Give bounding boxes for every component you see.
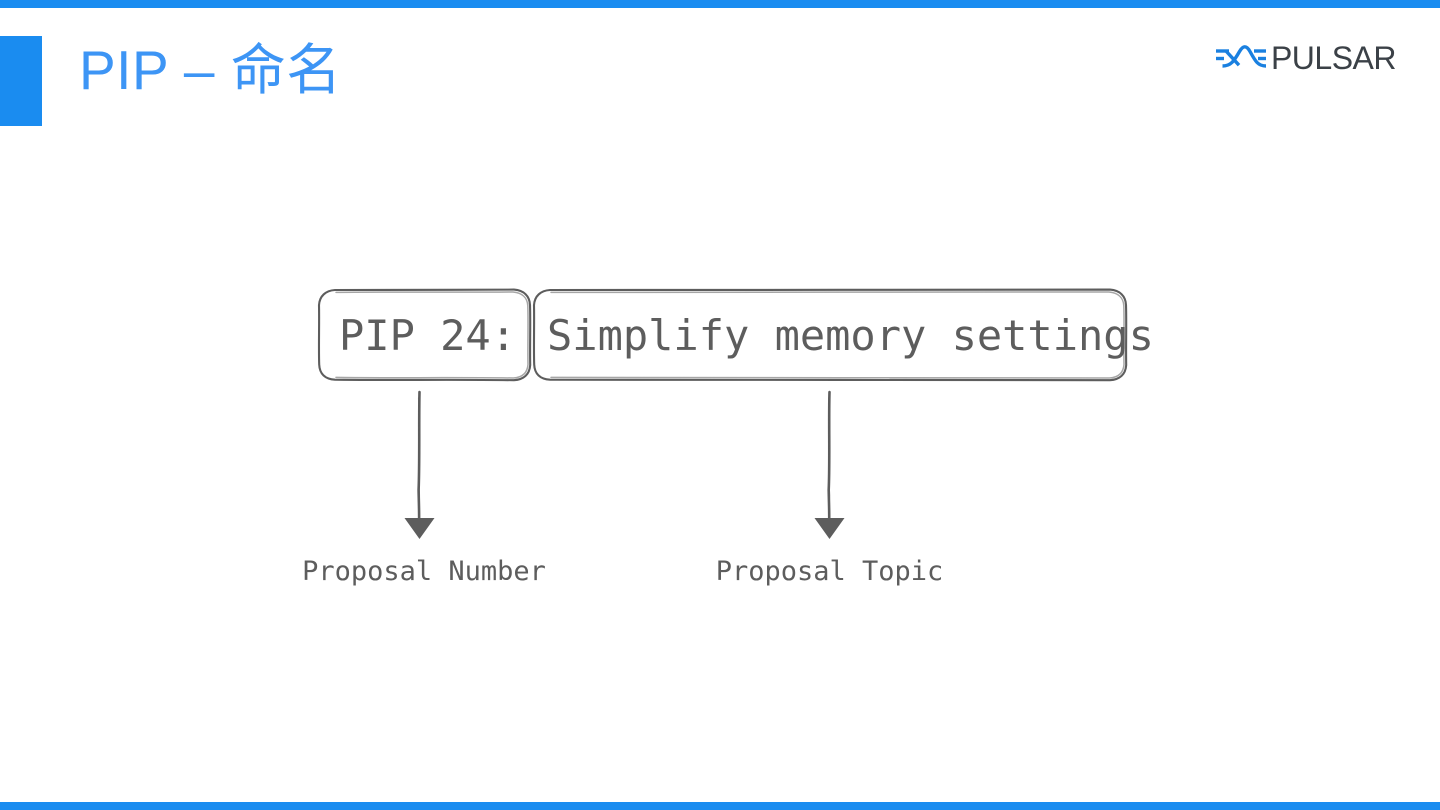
proposal-number-box-text: PIP 24: [339, 311, 517, 360]
top-accent-rule [0, 0, 1440, 8]
proposal-topic-caption: Proposal Topic [715, 556, 944, 587]
brand-name-text: PULSAR [1270, 40, 1397, 76]
proposal-topic-arrowhead-icon [814, 518, 845, 539]
proposal-number-caption: Proposal Number [302, 556, 546, 587]
bottom-accent-rule [0, 802, 1440, 810]
proposal-topic-box-text: Simplify memory settings [547, 311, 1154, 360]
brand-logo: PULSAR [1213, 38, 1397, 78]
proposal-number-arrowhead-icon [404, 518, 435, 539]
pulsar-wave-icon [1215, 45, 1267, 68]
proposal-number-arrow-icon [417, 390, 421, 521]
page-title: PIP – 命名 [79, 39, 342, 101]
title-accent-block [0, 36, 42, 126]
proposal-topic-arrow-icon [827, 390, 831, 521]
